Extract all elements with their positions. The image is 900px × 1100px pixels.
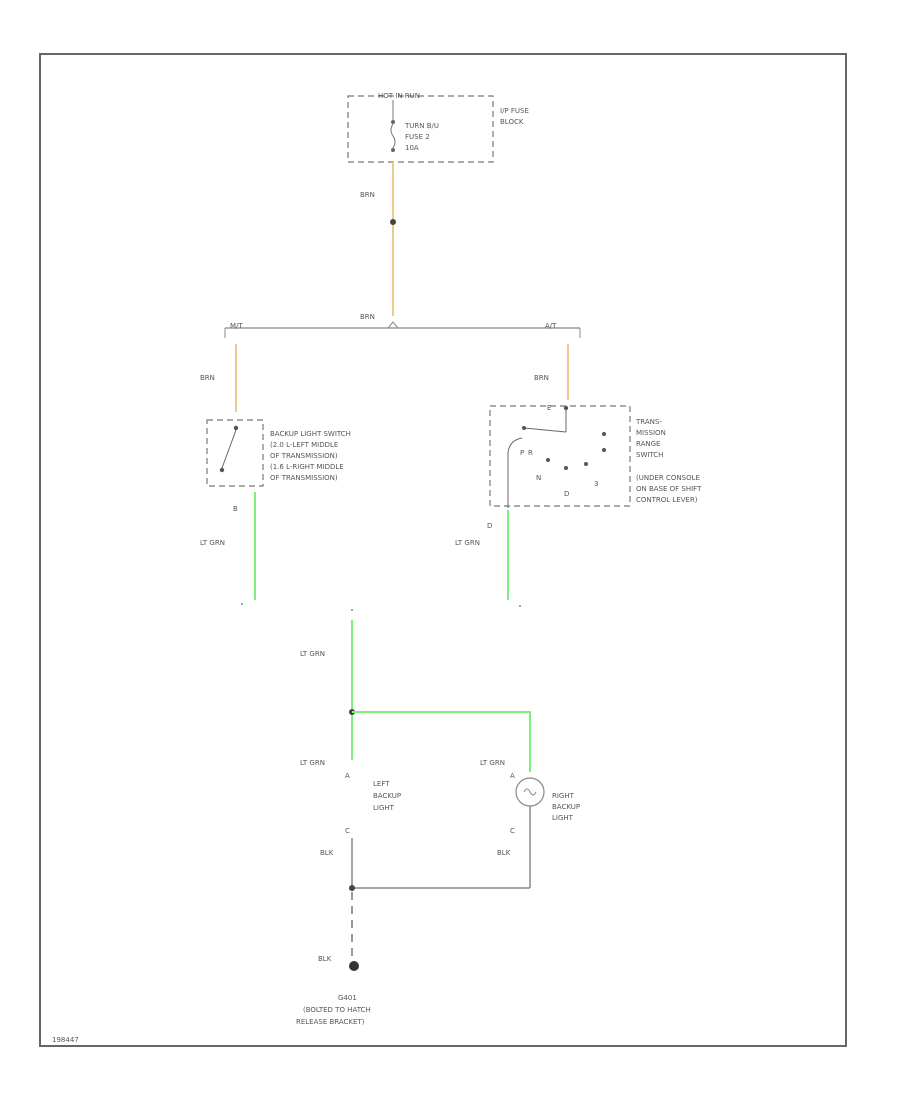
- range-pos-p: P: [520, 449, 524, 457]
- diagram-frame: [39, 53, 847, 1047]
- range-switch-label-6: ON BASE OF SHIFT: [636, 485, 702, 493]
- range-switch-pin-bottom: D: [487, 522, 492, 530]
- range-switch-label-3: RANGE: [636, 440, 660, 448]
- fuse-label-line1: TURN B/U: [404, 122, 439, 130]
- fuse-block: HOT IN RUN TURN B/U FUSE 2 10A I/P FUSE …: [347, 92, 529, 163]
- right-light-pin-c: C: [510, 827, 515, 835]
- ground-label-2: (BOLTED TO HATCH: [303, 1006, 371, 1014]
- range-switch-label-5: (UNDER CONSOLE: [636, 474, 700, 482]
- range-switch-terminal-top: [563, 405, 569, 411]
- break-mark-right: [519, 605, 521, 607]
- ground-label-3: RELEASE BRACKET): [296, 1018, 365, 1026]
- left-light-pin-a: A: [345, 772, 350, 780]
- at-tag: A/T: [545, 322, 557, 330]
- ground-label-1: G401: [338, 994, 357, 1002]
- right-light-label-1: RIGHT: [552, 792, 575, 800]
- fuse-terminal-bottom: [391, 148, 395, 152]
- fuse-block-label-line1: I/P FUSE: [500, 107, 529, 115]
- range-contact-2: [602, 432, 606, 436]
- backup-switch-label-5: OF TRANSMISSION): [270, 474, 338, 482]
- brn-splice-label: BRN: [360, 313, 375, 321]
- fuse-label-line2: FUSE 2: [405, 133, 430, 141]
- backup-switch-blade: [221, 429, 237, 469]
- range-switch-outline: [489, 405, 631, 507]
- left-light-label-3: LIGHT: [373, 804, 395, 812]
- right-backup-light: A RIGHT BACKUP LIGHT C: [510, 772, 580, 835]
- fuse-header: HOT IN RUN: [378, 92, 420, 100]
- brn-left-label: BRN: [200, 374, 215, 382]
- left-backup-light: A LEFT BACKUP LIGHT C: [345, 772, 401, 835]
- backup-switch-pin: B: [233, 505, 238, 513]
- backup-switch-terminal-top: [233, 425, 239, 431]
- mt-tag: M/T: [230, 322, 243, 330]
- range-switch-label-4: SWITCH: [636, 451, 663, 459]
- range-contact-n: [546, 458, 550, 462]
- range-pos-3: 3: [594, 480, 598, 488]
- backup-switch-label-1: BACKUP LIGHT SWITCH: [270, 430, 351, 438]
- ltgrn-wire-to-right-light: [352, 711, 531, 772]
- page-id: 198447: [52, 1036, 79, 1044]
- brn-right-label: BRN: [534, 374, 549, 382]
- range-contact-d: [564, 466, 568, 470]
- fuse-icon: [390, 123, 396, 149]
- range-switch-pin-top: E: [547, 404, 551, 412]
- bulb-filament-icon: [523, 788, 537, 796]
- transmission-range-switch: E P R N D 3 TRANS- MISSION RANGE SWITCH …: [487, 404, 702, 530]
- fuse-terminal-top: [391, 120, 395, 124]
- range-contact-p: [522, 426, 526, 430]
- backup-switch-outline: [206, 419, 264, 487]
- backup-switch-label-3: OF TRANSMISSION): [270, 452, 338, 460]
- fuse-block-label-line2: BLOCK: [500, 118, 524, 126]
- right-light-pin-a: A: [510, 772, 515, 780]
- blk-left-label: BLK: [320, 849, 334, 857]
- ltgrn-mid-label: LT GRN: [300, 650, 325, 658]
- range-contact-3: [584, 462, 588, 466]
- ltgrn-left-label: LT GRN: [200, 539, 225, 547]
- ground-point-icon: [349, 961, 359, 971]
- ltgrn-lower-right-label: LT GRN: [480, 759, 505, 767]
- range-switch-wiper: [523, 427, 567, 433]
- range-pos-r: R: [528, 449, 533, 457]
- brn-top-label: BRN: [360, 191, 375, 199]
- ltgrn-right-label: LT GRN: [455, 539, 480, 547]
- right-light-label-3: LIGHT: [552, 814, 574, 822]
- range-switch-label-7: CONTROL LEVER): [636, 496, 698, 504]
- left-light-label-1: LEFT: [373, 780, 390, 788]
- left-light-label-2: BACKUP: [373, 792, 401, 800]
- left-light-pin-c: C: [345, 827, 350, 835]
- range-switch-label-1: TRANS-: [635, 418, 662, 426]
- right-light-label-2: BACKUP: [552, 803, 580, 811]
- fuse-label-line3: 10A: [405, 144, 419, 152]
- blk-splice-dot: [349, 885, 355, 891]
- ltgrn-lower-left-label: LT GRN: [300, 759, 325, 767]
- blk-right-label: BLK: [497, 849, 511, 857]
- backup-switch-label-4: (1.6 L-RIGHT MIDDLE: [270, 463, 344, 471]
- backup-switch-label-2: (2.0 L-LEFT MIDDLE: [270, 441, 338, 449]
- blk-ground-label: BLK: [318, 955, 332, 963]
- break-mark-left: [241, 603, 243, 605]
- ground-g401: G401 (BOLTED TO HATCH RELEASE BRACKET): [296, 994, 371, 1026]
- range-switch-arc: [507, 437, 523, 453]
- splice-junction: [387, 321, 399, 329]
- backup-switch-terminal-bottom: [219, 467, 225, 473]
- break-mark-mid: [351, 609, 353, 611]
- fuse-block-outline: [347, 95, 494, 163]
- range-contact-1: [602, 448, 606, 452]
- backup-light-switch: BACKUP LIGHT SWITCH (2.0 L-LEFT MIDDLE O…: [206, 419, 351, 513]
- range-switch-label-2: MISSION: [636, 429, 666, 437]
- brn-connector-dot: [390, 219, 396, 225]
- range-pos-d: D: [564, 490, 569, 498]
- range-pos-n: N: [536, 474, 541, 482]
